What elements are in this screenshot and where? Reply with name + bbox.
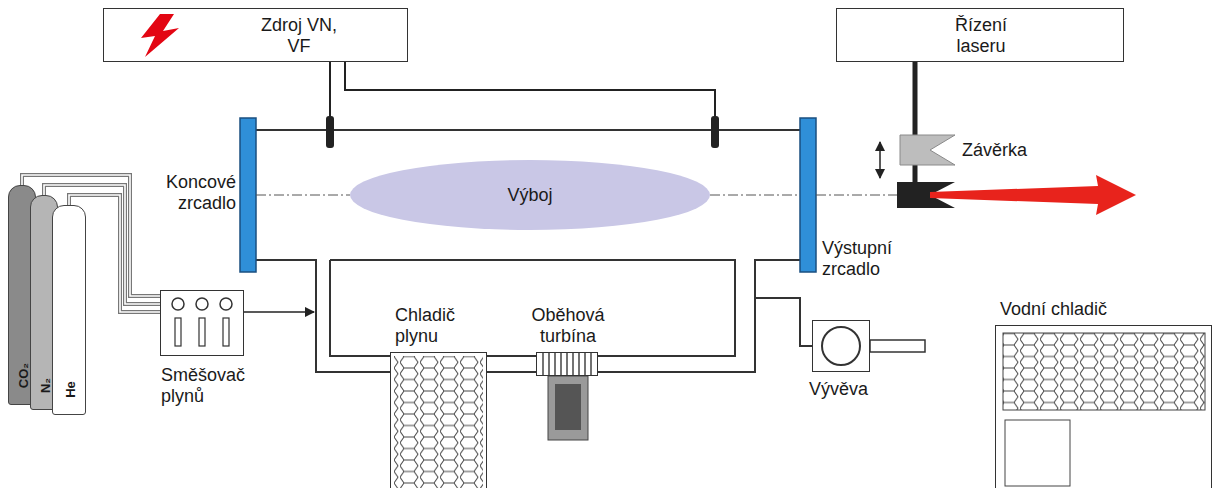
laser-control-box: Řízení laseru — [836, 8, 1124, 62]
node-text: Výboj — [350, 185, 710, 206]
cooler-fins — [394, 356, 483, 488]
flow-meter — [199, 318, 205, 346]
laser-beam — [930, 175, 1136, 215]
mixer-knob — [196, 298, 208, 310]
lightning-symbol — [141, 14, 179, 57]
gas-pipe — [248, 260, 806, 372]
turbine-frame — [548, 376, 588, 440]
gas-cooler: Chladič plynu — [390, 352, 487, 488]
node-text: Vodní chladič — [1000, 299, 1205, 320]
chiller-panel — [1005, 420, 1070, 486]
shutter-label: Závěrka — [962, 140, 1062, 161]
node-text: Řízení laseru — [931, 15, 1031, 57]
turbine-blades — [538, 353, 596, 375]
hv-wire — [329, 62, 331, 118]
gas-mixer: Směšovač plynů — [160, 290, 244, 356]
connector-line — [487, 356, 536, 372]
hv-wire — [345, 62, 715, 118]
gas-name: N₂ — [38, 378, 53, 393]
circulation-turbine: Oběhová turbína — [536, 352, 598, 376]
flow-meter — [175, 318, 181, 346]
motion-arrow — [879, 142, 881, 178]
gas-name: CO₂ — [16, 363, 31, 388]
gas-pipe — [330, 260, 735, 356]
node-text: Oběhová turbína — [519, 305, 617, 347]
turbine-motor — [555, 384, 581, 430]
power-supply-box: Zdroj VN, VF — [103, 8, 408, 62]
water-chiller: Vodní chladič — [995, 325, 1212, 488]
node-text: Chladič plynu — [395, 305, 487, 347]
gas-name: He — [62, 381, 77, 398]
discharge-ellipse: Výboj — [350, 160, 710, 230]
chiller-radiator — [1003, 333, 1205, 410]
electrode — [326, 116, 334, 148]
mixer-knob — [220, 298, 232, 310]
mixer-knob — [172, 298, 184, 310]
node-text: Zdroj VN, VF — [254, 15, 344, 57]
gas-cylinder: He — [52, 205, 86, 415]
gas-inlet-arrow — [244, 311, 314, 313]
end-mirror — [240, 118, 256, 272]
node-text: Vývěva — [809, 379, 899, 400]
connector — [487, 356, 536, 372]
flow-meter — [223, 318, 229, 346]
discharge-glow — [350, 160, 710, 230]
pump-outlet — [870, 340, 925, 352]
shutter-blade — [900, 135, 955, 165]
pump-rotor — [822, 327, 860, 365]
mirror-label: Koncové zrcadlo — [138, 172, 236, 214]
node-text: Směšovač plynů — [161, 365, 273, 407]
pump-pipe — [755, 298, 812, 346]
vacuum-pump: Vývěva — [812, 320, 870, 372]
output-mirror — [800, 118, 816, 272]
electrode — [711, 116, 719, 148]
mirror-label: Výstupní zrcadlo — [822, 238, 926, 280]
